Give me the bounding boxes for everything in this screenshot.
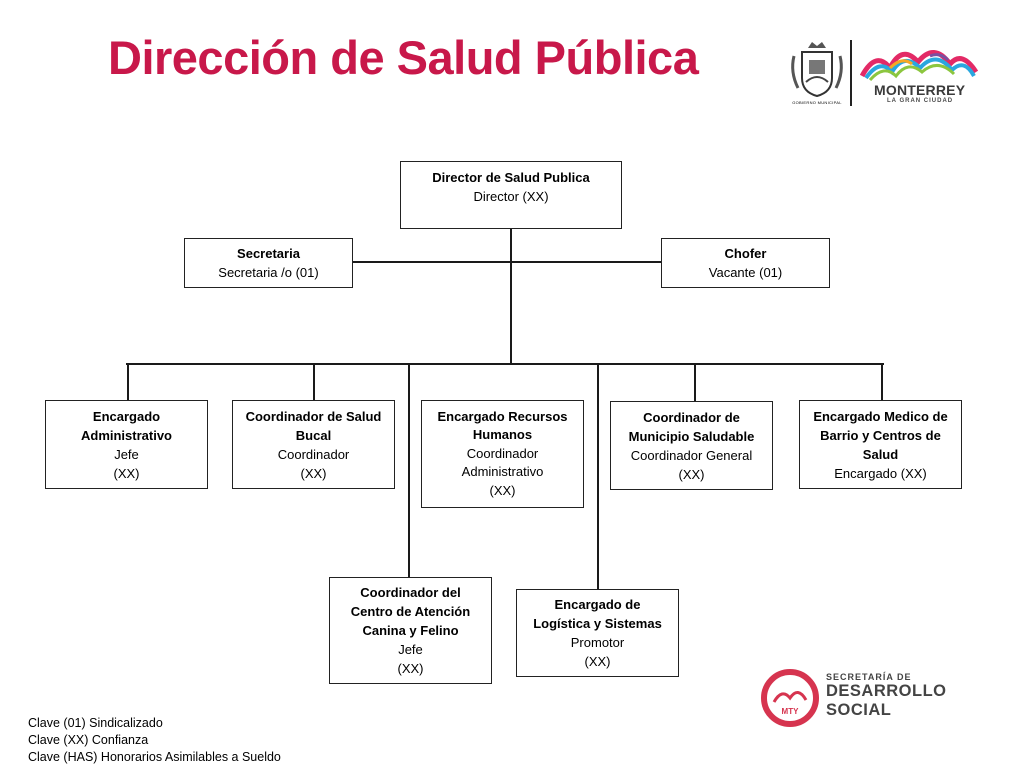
connector-drop-medico-barrio xyxy=(881,364,883,401)
org-box-municipio-saludable-code: (XX) xyxy=(678,466,705,482)
city-coat-of-arms-icon xyxy=(791,42,843,98)
org-box-municipio-saludable-title-2: Municipio Saludable xyxy=(628,428,755,444)
org-box-administrativo: Encargado Administrativo Jefe (XX) xyxy=(45,400,208,489)
monterrey-logo-text: MONTERREY xyxy=(874,82,966,98)
connector-bus-horizontal xyxy=(126,363,884,365)
monterrey-logo-tagline: LA GRAN CIUDAD xyxy=(887,98,954,104)
org-box-atencion-canina-code: (XX) xyxy=(397,661,424,676)
org-box-atencion-canina: Coordinador del Centro de Atención Canin… xyxy=(329,577,492,684)
org-box-recursos-humanos-title-2: Humanos xyxy=(472,427,533,443)
org-box-atencion-canina-title-3: Canina y Felino xyxy=(362,623,459,638)
org-box-logistica-title-2: Logística y Sistemas xyxy=(533,616,662,631)
org-box-secretaria-title: Secretaria xyxy=(237,246,300,261)
org-box-director-role: Director (XX) xyxy=(473,189,549,204)
legend-item-sindicalizado: Clave (01) Sindicalizado xyxy=(28,716,163,730)
org-box-logistica-role: Promotor xyxy=(570,635,625,650)
coat-of-arms-caption: GOBIERNO MUNICIPAL xyxy=(792,100,842,105)
header-logos: GOBIERNO MUNICIPAL MONTERREY LA GRAN CIU… xyxy=(788,38,988,113)
connector-drop-logistica xyxy=(597,364,599,589)
org-box-atencion-canina-title-1: Coordinador del xyxy=(360,585,461,600)
connector-drop-municipio-saludable xyxy=(694,364,696,401)
connector-director-trunk xyxy=(510,228,512,364)
org-box-medico-barrio-title-1: Encargado Medico de xyxy=(813,408,948,424)
org-box-administrativo-code: (XX) xyxy=(113,465,140,481)
connector-drop-administrativo xyxy=(127,364,129,401)
org-box-recursos-humanos-role-1: Coordinador xyxy=(466,445,539,461)
org-box-logistica-code: (XX) xyxy=(584,654,611,669)
org-box-chofer-title: Chofer xyxy=(724,246,767,261)
org-box-recursos-humanos-title-1: Encargado Recursos xyxy=(437,408,568,424)
org-box-medico-barrio-role: Encargado (XX) xyxy=(834,465,927,481)
org-box-atencion-canina-title-2: Centro de Atención xyxy=(350,604,471,619)
desarrollo-social-badge-text: MTY xyxy=(782,707,800,716)
org-box-administrativo-role: Jefe xyxy=(114,446,139,462)
desarrollo-social-name-2: SOCIAL xyxy=(826,701,892,719)
org-box-municipio-saludable-role: Coordinador General xyxy=(630,447,753,463)
org-box-secretaria-role: Secretaria /o (01) xyxy=(218,265,319,280)
connector-drop-atencion-canina xyxy=(408,364,410,578)
desarrollo-social-emblem-icon: MTY xyxy=(761,669,819,727)
org-box-medico-barrio-title-3: Salud xyxy=(862,446,899,462)
org-box-administrativo-title-1: Encargado xyxy=(92,408,161,424)
org-box-salud-bucal-title-1: Coordinador de Salud xyxy=(245,408,382,424)
desarrollo-social-logo: MTY SECRETARÍA DE DESARROLLO SOCIAL xyxy=(760,668,960,730)
legend: Clave (01) Sindicalizado Clave (XX) Conf… xyxy=(28,715,281,766)
desarrollo-social-name-1: DESARROLLO xyxy=(826,682,947,700)
org-box-recursos-humanos-role-2: Administrativo xyxy=(461,464,544,480)
connector-drop-salud-bucal xyxy=(313,364,315,401)
connector-staff-horizontal xyxy=(352,261,662,263)
page-title: Dirección de Salud Pública xyxy=(108,31,699,84)
legend-item-honorarios: Clave (HAS) Honorarios Asimilables a Sue… xyxy=(28,750,281,764)
logo-divider xyxy=(850,40,852,106)
org-box-logistica-title-1: Encargado de xyxy=(554,597,641,612)
org-box-salud-bucal: Coordinador de Salud Bucal Coordinador (… xyxy=(232,400,395,489)
org-box-atencion-canina-role: Jefe xyxy=(398,642,423,657)
legend-item-confianza: Clave (XX) Confianza xyxy=(28,733,149,747)
org-box-chofer-role: Vacante (01) xyxy=(708,265,783,280)
org-box-logistica: Encargado de Logística y Sistemas Promot… xyxy=(516,589,679,677)
org-box-medico-barrio: Encargado Medico de Barrio y Centros de … xyxy=(799,400,962,489)
monterrey-mountains-logo-icon xyxy=(860,50,978,82)
org-box-salud-bucal-title-2: Bucal xyxy=(295,427,332,443)
org-box-secretaria: Secretaria Secretaria /o (01) xyxy=(184,238,353,288)
org-box-director-title: Director de Salud Publica xyxy=(432,170,590,185)
org-box-recursos-humanos-code: (XX) xyxy=(489,482,516,498)
org-box-director: Director de Salud Publica Director (XX) xyxy=(400,161,622,229)
org-box-administrativo-title-2: Administrativo xyxy=(80,427,172,443)
org-box-salud-bucal-code: (XX) xyxy=(300,465,327,481)
org-box-chofer: Chofer Vacante (01) xyxy=(661,238,830,288)
org-box-salud-bucal-role: Coordinador xyxy=(277,446,350,462)
org-box-medico-barrio-title-2: Barrio y Centros de xyxy=(820,427,941,443)
org-box-municipio-saludable-title-1: Coordinador de xyxy=(643,409,740,425)
org-box-municipio-saludable: Coordinador de Municipio Saludable Coord… xyxy=(610,401,773,490)
org-box-recursos-humanos: Encargado Recursos Humanos Coordinador A… xyxy=(421,400,584,508)
desarrollo-social-prefix: SECRETARÍA DE xyxy=(826,672,912,682)
